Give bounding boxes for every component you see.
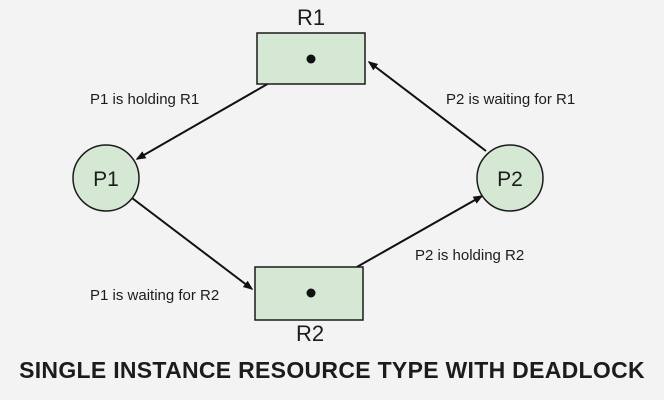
edge-label-p2-holding-r2: P2 is holding R2 — [415, 247, 524, 264]
edge-p1-to-r2 — [131, 197, 254, 290]
diagram-title: SINGLE INSTANCE RESOURCE TYPE WITH DEADL… — [19, 357, 645, 383]
edge-label-p1-waiting-r2: P1 is waiting for R2 — [90, 287, 219, 304]
resource-instance-dot-r1 — [306, 54, 316, 64]
resource-label-r2: R2 — [296, 321, 324, 346]
edge-p2-to-r1 — [367, 61, 487, 152]
process-label-p2: P2 — [497, 168, 523, 191]
resource-instance-dot-r2 — [306, 288, 316, 298]
process-circle-p2 — [476, 144, 544, 212]
process-label-p1: P1 — [93, 168, 119, 191]
resource-label-r1: R1 — [297, 5, 325, 30]
edge-label-p2-waiting-r1: P2 is waiting for R1 — [446, 91, 575, 108]
edge-label-p1-holding-r1: P1 is holding R1 — [90, 91, 199, 108]
process-circle-p1 — [72, 144, 140, 212]
